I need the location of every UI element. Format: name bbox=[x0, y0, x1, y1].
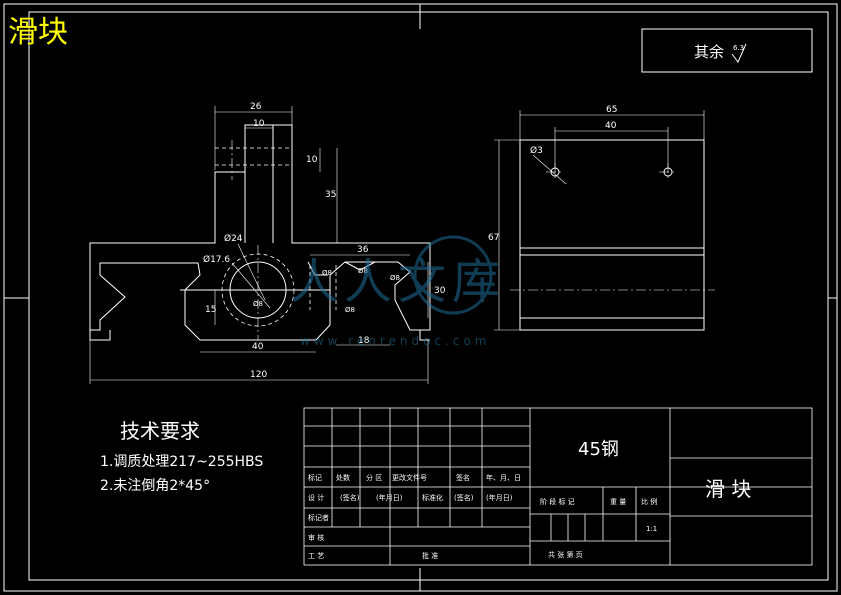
drawing-border bbox=[3, 3, 838, 592]
row-label-3: 分 区 bbox=[366, 473, 382, 482]
title-block-texts: 45钢 滑 块 1:1 标记 处数 分 区 更改文件号 签名 年、月、日 设 计… bbox=[308, 439, 751, 560]
dim-40: 40 bbox=[252, 342, 264, 352]
roughness-note: 其余 6.3 bbox=[641, 28, 813, 73]
watermark: 人人文库 www.renrendoc.com bbox=[290, 235, 506, 348]
row-label-2: 处数 bbox=[336, 473, 350, 482]
standard-label: 标准化 bbox=[422, 493, 443, 502]
dim-10-side: 10 bbox=[306, 155, 318, 165]
dim-15: 15 bbox=[205, 305, 216, 315]
side-dimension-texts: 65 40 67 Ø3 bbox=[488, 105, 617, 243]
material: 45钢 bbox=[578, 439, 619, 460]
standard-sign: (签名) bbox=[454, 493, 474, 502]
front-dimension-lines bbox=[89, 106, 429, 384]
scale-label: 比 例 bbox=[641, 497, 657, 506]
design-date: (年月日) bbox=[376, 493, 403, 502]
dim-67: 67 bbox=[488, 233, 499, 243]
weight-label: 重 量 bbox=[610, 498, 626, 506]
front-hidden-lines bbox=[215, 147, 337, 310]
front-dimension-texts: 26 10 10 35 Ø24 Ø17.6 36 30 15 40 18 120… bbox=[203, 102, 446, 380]
dim-d8-a: Ø8 bbox=[358, 267, 368, 275]
tech-req-item-1: 1.调质处理217~255HBS bbox=[100, 454, 263, 470]
roughness-value: 6.3 bbox=[733, 44, 744, 52]
stage-label: 阶 段 标 记 bbox=[540, 497, 575, 506]
dim-36: 36 bbox=[357, 245, 369, 255]
corner-title: 滑块 bbox=[8, 15, 68, 50]
roughness-label: 其余 bbox=[694, 43, 724, 61]
dim-d8-c: Ø8 bbox=[322, 269, 332, 277]
scale-value: 1:1 bbox=[646, 525, 657, 533]
dim-d3: Ø3 bbox=[530, 145, 543, 156]
dim-d24: Ø24 bbox=[224, 233, 243, 244]
dim-d8-e: Ø8 bbox=[253, 300, 263, 308]
title-block bbox=[303, 407, 813, 566]
technical-requirements: 技术要求 1.调质处理217~255HBS 2.未注倒角2*45° bbox=[100, 419, 263, 494]
row-label-4: 更改文件号 bbox=[392, 473, 427, 482]
dim-18: 18 bbox=[358, 336, 370, 346]
left-label-3: 工 艺 bbox=[308, 552, 324, 560]
sheet-info: 共 张 第 页 bbox=[548, 550, 583, 559]
dim-d17-6: Ø17.6 bbox=[203, 254, 230, 265]
row-label-6: 年、月、日 bbox=[486, 473, 521, 482]
part-name: 滑 块 bbox=[705, 477, 751, 501]
watermark-text: 人人文库 bbox=[290, 254, 506, 310]
dim-d8-b: Ø8 bbox=[390, 274, 400, 282]
row-label-1: 标记 bbox=[308, 473, 322, 482]
dim-35: 35 bbox=[325, 190, 336, 200]
design-label: 设 计 bbox=[308, 493, 324, 502]
dim-65: 65 bbox=[606, 105, 617, 115]
watermark-logo-icon bbox=[413, 235, 493, 315]
watermark-url: www.renrendoc.com bbox=[300, 334, 490, 348]
tech-req-title: 技术要求 bbox=[120, 419, 200, 443]
row-label-5: 签名 bbox=[456, 473, 470, 482]
dim-40-side: 40 bbox=[605, 121, 617, 131]
side-centerlines bbox=[510, 163, 715, 291]
left-label-2: 审 核 bbox=[308, 533, 324, 542]
standard-date: (年月日) bbox=[486, 493, 513, 502]
front-centerlines bbox=[210, 140, 305, 340]
dim-d8-d: Ø8 bbox=[345, 306, 355, 314]
approve-label: 批 准 bbox=[422, 551, 438, 560]
side-view bbox=[519, 139, 705, 331]
dim-120: 120 bbox=[250, 370, 267, 380]
tech-req-item-2: 2.未注倒角2*45° bbox=[100, 478, 210, 494]
left-label-1: 标记者 bbox=[308, 513, 329, 522]
side-dimension-lines bbox=[494, 110, 705, 331]
dim-30: 30 bbox=[434, 286, 446, 296]
dim-26: 26 bbox=[250, 102, 262, 112]
roughness-symbol-icon bbox=[731, 43, 747, 63]
design-sign: (签名) bbox=[340, 493, 360, 502]
dim-10-top: 10 bbox=[253, 119, 265, 129]
